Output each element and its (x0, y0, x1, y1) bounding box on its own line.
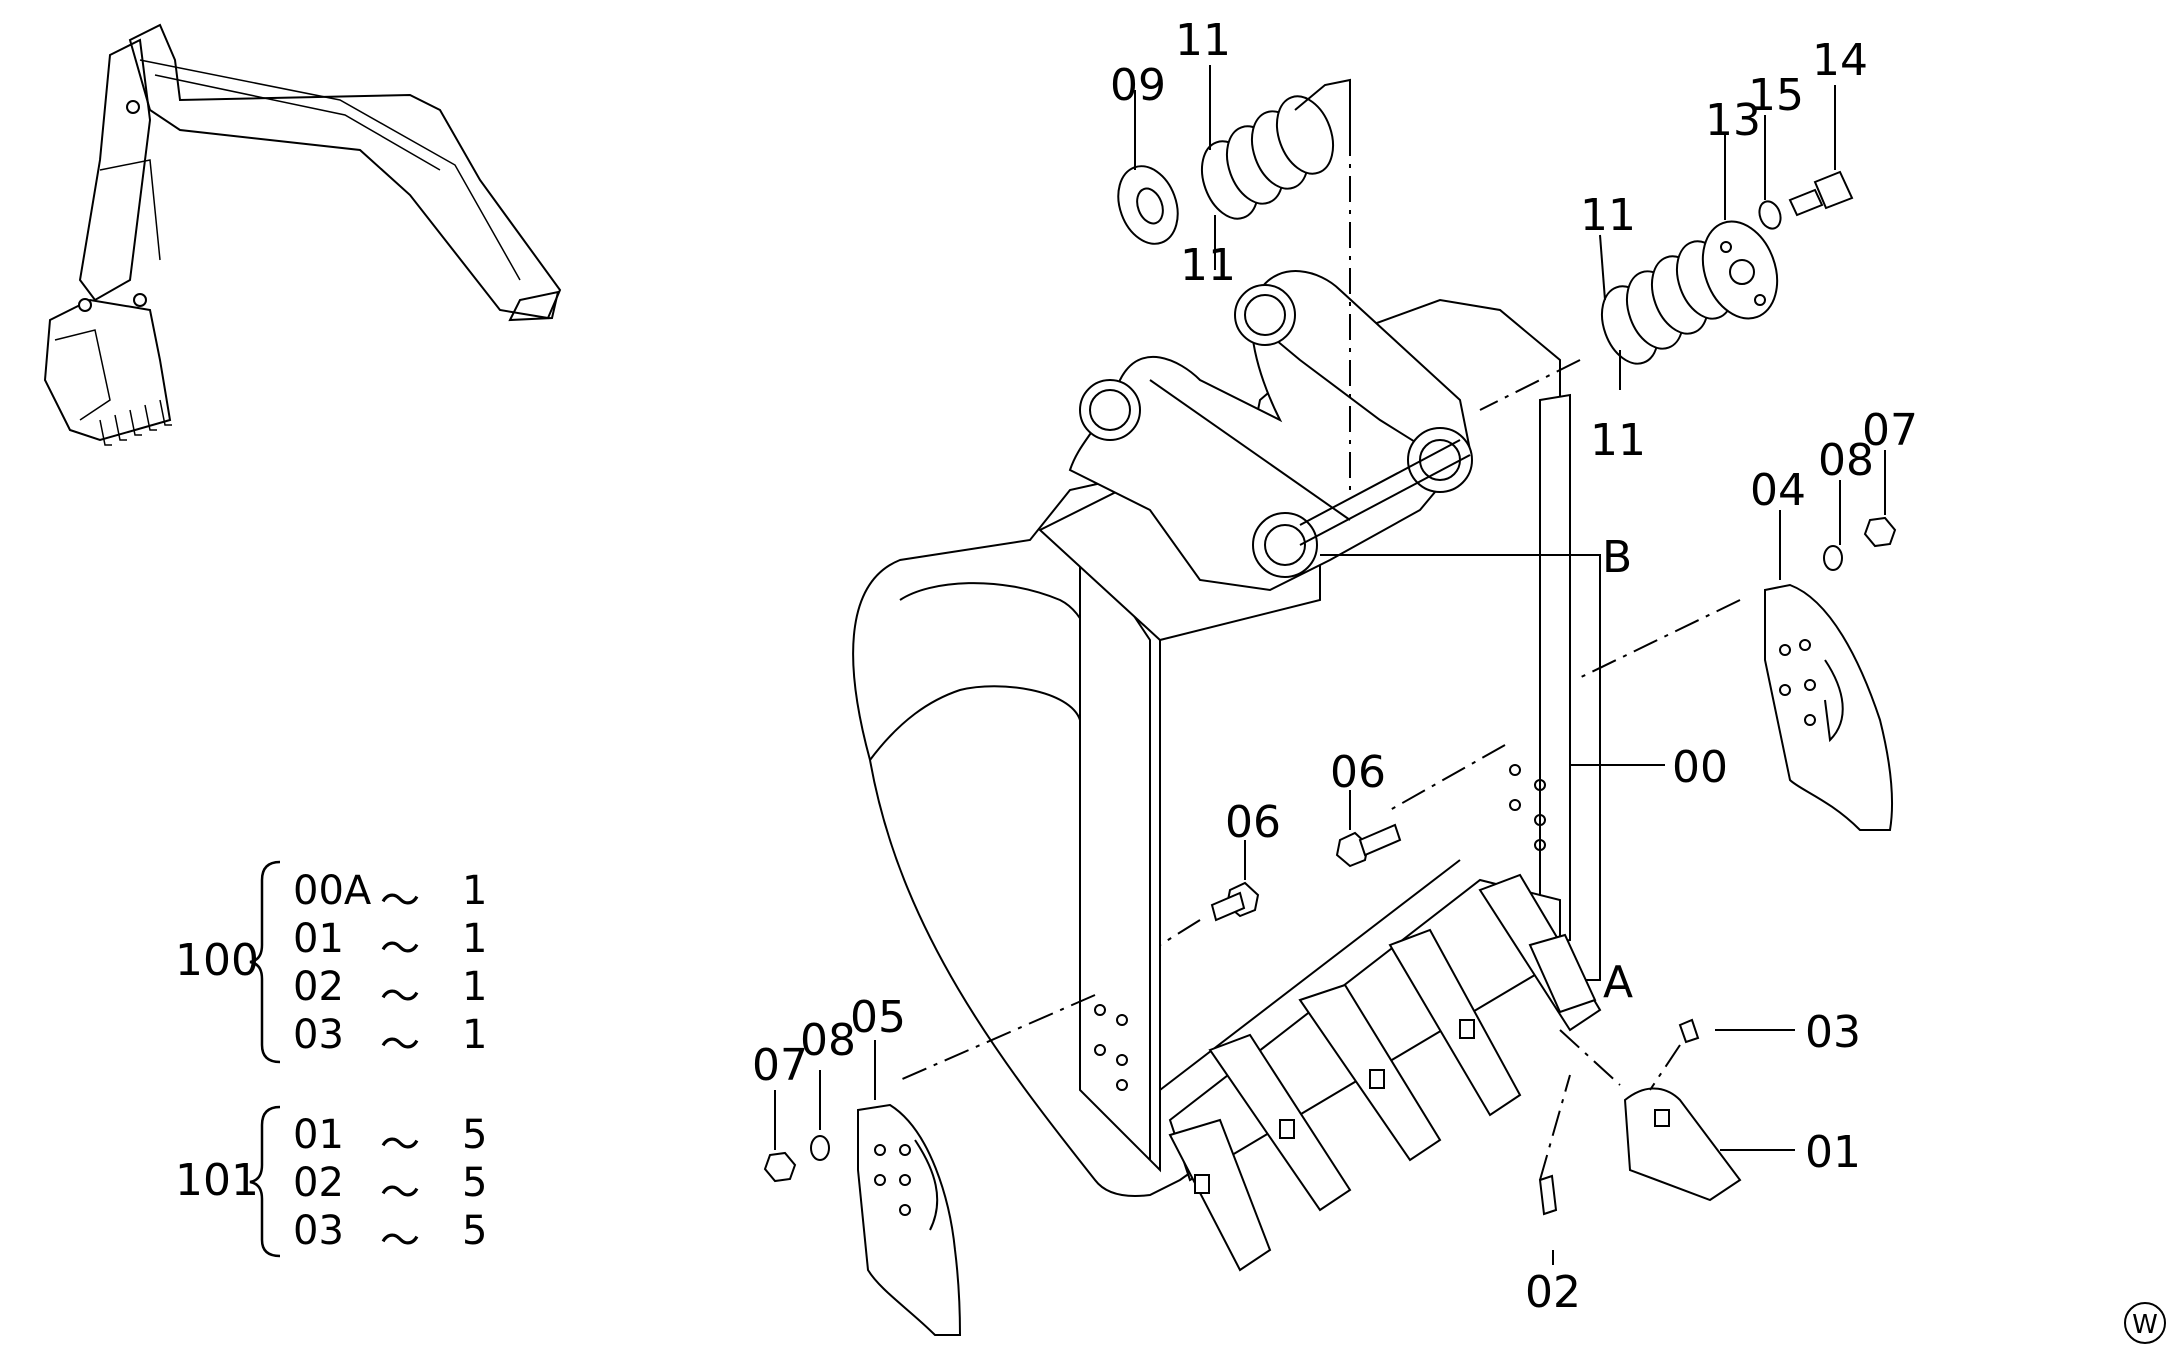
bolt-14 (1788, 170, 1854, 217)
callout-00: 00 (1672, 742, 1728, 793)
washer-08-right (1823, 545, 1843, 571)
callout-11-right-top: 11 (1580, 190, 1636, 241)
bom-group-100-code: 100 (175, 935, 259, 986)
callout-03: 03 (1805, 1007, 1861, 1058)
leader-lines (774, 65, 1886, 1265)
callout-09: 09 (1110, 60, 1166, 111)
callout-08-right: 08 (1818, 435, 1874, 486)
bom-part-number: 03 (293, 1208, 344, 1254)
bom-quantity: 5 (462, 1112, 488, 1158)
bom-group-101-code: 101 (175, 1155, 259, 1206)
callout-07-left: 07 (752, 1040, 808, 1091)
side-plate-holes-left (1094, 1004, 1128, 1091)
nut-07-left (763, 1151, 797, 1183)
callout-02: 02 (1525, 1267, 1581, 1318)
bom-quantity: 5 (462, 1160, 488, 1206)
callout-05: 05 (850, 992, 906, 1043)
center-lines (899, 130, 1741, 1181)
washer-08-left (810, 1135, 830, 1161)
side-plate-holes-right (1509, 764, 1546, 851)
shim-stack-upper (1200, 95, 1335, 220)
callout-14: 14 (1812, 35, 1868, 86)
bom-quantity: 1 (462, 916, 488, 962)
bom-quantity: 1 (462, 964, 488, 1010)
bom-quantity: 1 (462, 868, 488, 914)
callout-15: 15 (1748, 70, 1804, 121)
bom-range-symbol: ～ (380, 1122, 420, 1168)
callout-07-right: 07 (1862, 405, 1918, 456)
callout-11-left: 11 (1180, 240, 1236, 291)
bom-range-symbol: ～ (380, 1022, 420, 1068)
bom-part-number: 01 (293, 1112, 344, 1158)
callout-08-left: 08 (800, 1015, 856, 1066)
bucket-body (852, 270, 1602, 1272)
bolt-06-upper (1335, 823, 1402, 868)
corner-mark-letter: W (2132, 1310, 2158, 1340)
bom-range-symbol: ～ (380, 1218, 420, 1264)
callout-04: 04 (1750, 465, 1806, 516)
side-cutter-05 (857, 1103, 962, 1336)
bom-range-symbol: ～ (380, 1170, 420, 1216)
callout-01: 01 (1805, 1127, 1861, 1178)
bom-quantity: 5 (462, 1208, 488, 1254)
callout-06-upper: 06 (1330, 747, 1386, 798)
callout-A: A (1603, 957, 1633, 1008)
callout-13: 13 (1705, 95, 1761, 146)
callout-B: B (1602, 532, 1632, 583)
bucket-teeth (1168, 873, 1602, 1272)
bom-part-number: 02 (293, 964, 344, 1010)
corner-mark: W (2124, 1302, 2166, 1344)
bom-part-number: 01 (293, 916, 344, 962)
bom-part-number: 02 (293, 1160, 344, 1206)
excavator-arm-inset (43, 23, 562, 446)
bom-braces (249, 860, 281, 1258)
side-cutter-04 (1764, 583, 1893, 831)
bom-part-number: 03 (293, 1012, 344, 1058)
bolt-06-lower (1210, 881, 1260, 922)
callout-06-lower: 06 (1225, 797, 1281, 848)
washer-09 (1117, 165, 1179, 245)
bom-range-symbol: ～ (380, 878, 420, 924)
lock-washer-15 (1758, 200, 1782, 230)
tooth-01 (1623, 1087, 1742, 1202)
bom-quantity: 1 (462, 1012, 488, 1058)
nut-07-right (1863, 516, 1897, 548)
bom-range-symbol: ～ (380, 974, 420, 1020)
callout-11-top: 11 (1175, 15, 1231, 66)
pin-03 (1678, 1018, 1700, 1044)
bom-range-symbol: ～ (380, 926, 420, 972)
plate-13 (1701, 220, 1779, 320)
callout-labels: 09 11 11 11 11 13 15 14 04 08 07 B 00 A … (752, 15, 1918, 1318)
lock-02 (1538, 1174, 1558, 1216)
callout-11-right-bottom: 11 (1590, 415, 1646, 466)
bom-part-number: 00A (293, 868, 372, 914)
